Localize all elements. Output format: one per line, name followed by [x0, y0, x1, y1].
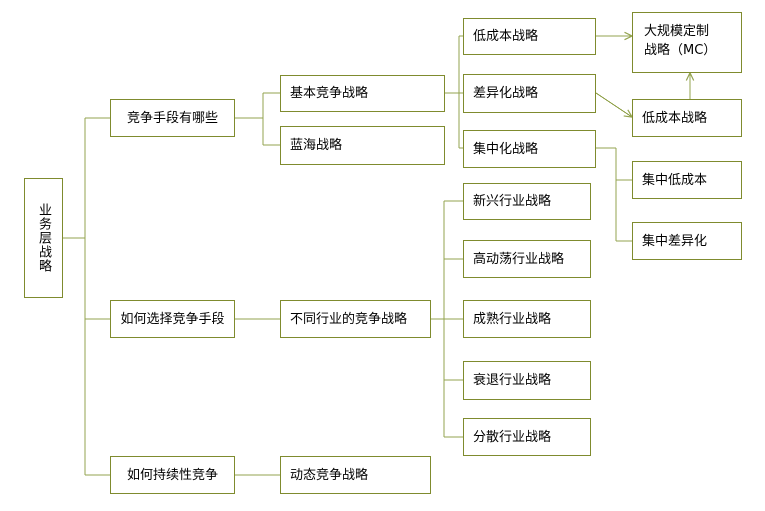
node-branch-means[interactable]: 竞争手段有哪些 [110, 99, 235, 137]
node-branch-sustain[interactable]: 如何持续性竞争 [110, 456, 235, 494]
node-industry-competition[interactable]: 不同行业的竞争战略 [280, 300, 431, 338]
node-low-cost-right[interactable]: 低成本战略 [632, 99, 742, 137]
node-mature-industry[interactable]: 成熟行业战略 [463, 300, 591, 338]
node-basic-competition[interactable]: 基本竞争战略 [280, 75, 445, 112]
node-root[interactable]: 业务层战略 [24, 178, 63, 298]
node-focus-low-cost[interactable]: 集中低成本 [632, 161, 742, 199]
node-branch-choose[interactable]: 如何选择竞争手段 [110, 300, 235, 338]
node-mass-customization[interactable]: 大规模定制 战略（MC） [632, 12, 742, 73]
node-emerging-industry[interactable]: 新兴行业战略 [463, 183, 591, 220]
node-focus-differentiation[interactable]: 集中差异化 [632, 222, 742, 260]
node-blue-ocean[interactable]: 蓝海战略 [280, 126, 445, 165]
node-declining-industry[interactable]: 衰退行业战略 [463, 361, 591, 400]
node-dynamic-competition[interactable]: 动态竞争战略 [280, 456, 431, 494]
node-low-cost[interactable]: 低成本战略 [463, 18, 596, 55]
node-differentiation[interactable]: 差异化战略 [463, 74, 596, 113]
connector-lines [63, 36, 690, 476]
node-focus[interactable]: 集中化战略 [463, 130, 596, 168]
node-turbulent-industry[interactable]: 高动荡行业战略 [463, 240, 591, 278]
node-fragmented-industry[interactable]: 分散行业战略 [463, 418, 591, 456]
